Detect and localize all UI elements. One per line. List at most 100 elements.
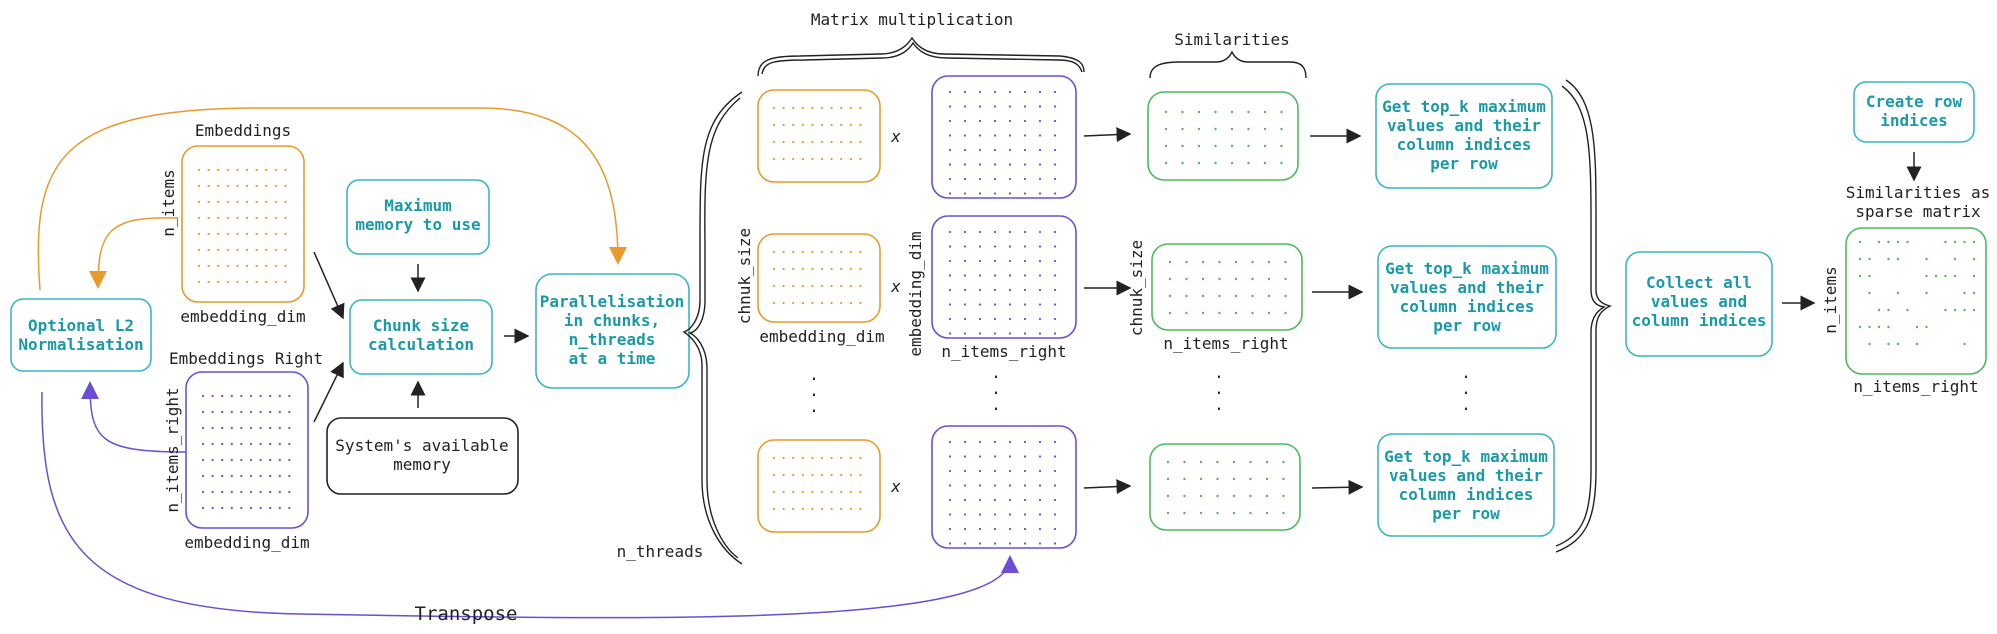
matrix-dot: [265, 232, 268, 236]
ellipsis-col-topk: . . .: [1461, 363, 1471, 414]
matrix-dot: [978, 134, 982, 137]
chunk-matrix-row2-dots: [772, 250, 862, 305]
matrix-dot: [1038, 274, 1042, 277]
matrix-dot: [849, 301, 852, 305]
embeddings-dim-label: embedding_dim: [180, 307, 305, 326]
similarity-matrix-row2: [1151, 243, 1303, 331]
matrix-dot: [265, 264, 268, 268]
matrix-dot: [820, 157, 824, 161]
matrix-dot: [1023, 163, 1027, 166]
matrix-dot: [801, 106, 804, 110]
matrix-dot: [1232, 494, 1236, 498]
matrix-dot: [1023, 288, 1027, 292]
matrix-dot: [963, 105, 967, 108]
matrix-dot: [1164, 144, 1168, 148]
matrix-dot: [1053, 527, 1057, 531]
matrix-dot: [1008, 527, 1012, 531]
matrix-dot: [1008, 119, 1012, 123]
sparse-dot: [1906, 240, 1909, 244]
matrix-dot: [1053, 332, 1057, 335]
svg-text:.: .: [1461, 379, 1471, 398]
similarity-matrix-row1-dots: [1164, 110, 1283, 165]
matrix-dot: [1197, 161, 1201, 165]
matrix-dot: [1201, 260, 1205, 264]
right-items-label-row2: n_items_right: [941, 342, 1066, 361]
embeddings-title: Embeddings: [195, 121, 291, 140]
matrix-dot: [1038, 332, 1042, 335]
matrix-dot: [288, 394, 291, 398]
matrix-dot: [230, 426, 233, 430]
sparse-dot: [1972, 257, 1976, 261]
matrix-dot: [948, 274, 952, 277]
matrix-dot: [197, 200, 201, 204]
matrix-dot: [284, 248, 287, 252]
matrix-dot: [255, 264, 258, 268]
matrix-dot: [811, 106, 814, 110]
matrix-dot: [993, 317, 997, 321]
matrix-dot: [245, 232, 249, 236]
matrix-dot: [240, 394, 243, 398]
matrix-dot: [963, 134, 967, 137]
matrix-dot: [1214, 144, 1217, 148]
matrix-dot: [830, 456, 833, 460]
matrix-dot: [207, 248, 210, 252]
matrix-dot: [1023, 332, 1027, 335]
matrix-dot: [840, 267, 843, 271]
matrix-dot: [1038, 469, 1042, 473]
matrix-dot: [217, 232, 220, 236]
matrix-dot: [830, 507, 833, 511]
matrix-dot: [1038, 259, 1042, 263]
matrix-dot: [1053, 455, 1057, 458]
matrix-dot: [197, 232, 201, 236]
sparse-dot: [1934, 274, 1938, 278]
matrix-dot: [249, 506, 253, 510]
matrix-dot: [993, 303, 997, 306]
matrix-dot: [849, 140, 852, 144]
matrix-dot: [255, 184, 258, 188]
matrix-dot: [1038, 288, 1042, 292]
matrix-dot: [226, 168, 229, 172]
matrix-dot: [240, 426, 243, 430]
matrix-dot: [240, 410, 243, 414]
matrix-dot: [993, 119, 997, 123]
matmul-row1-arrow: [1083, 127, 1132, 143]
matrix-dot: [207, 264, 210, 268]
matrix-dot: [236, 280, 239, 284]
matrix-dot: [230, 490, 233, 494]
topk-row3-line4: per row: [1432, 504, 1500, 523]
matrix-dot: [1232, 511, 1236, 515]
matrix-dot: [772, 473, 776, 477]
matrix-dot: [1263, 144, 1267, 148]
matrix-dot: [993, 527, 997, 531]
matrix-dot: [1023, 192, 1027, 195]
create-row-line2: indices: [1880, 111, 1947, 130]
matrix-dot: [811, 140, 814, 144]
matrix-dot: [1218, 294, 1221, 298]
matrix-dot: [1282, 511, 1285, 515]
matrix-dot: [840, 250, 843, 254]
matrix-dot: [207, 216, 210, 220]
matrix-dot: [1230, 127, 1234, 131]
embeddings-right-to-chunk-arrow: [313, 361, 344, 423]
matrix-dot: [820, 490, 824, 494]
sparse-dot: [1858, 240, 1862, 244]
matrix-dot: [811, 157, 814, 161]
matrix-dot: [1267, 260, 1271, 264]
sparse-n-items-label: n_items: [1821, 266, 1840, 333]
right-matrix-row2: [931, 215, 1077, 339]
sparse-dot: [1868, 325, 1871, 329]
matrix-dot: [240, 474, 243, 478]
matrix-dot: [259, 458, 262, 462]
svg-text:.: .: [809, 381, 819, 400]
matrix-dot: [255, 280, 258, 284]
matrix-dot: [278, 458, 281, 462]
matrix-dot: [211, 490, 214, 494]
sparse-title-line1: Similarities as: [1846, 183, 1991, 202]
matrix-dot: [197, 264, 201, 268]
matrix-dot: [1263, 110, 1267, 114]
matrix-dot: [217, 200, 220, 204]
sparse-dot: [1953, 308, 1957, 312]
ellipsis-col-chunk: . . .: [809, 365, 819, 416]
matrix-dot: [840, 106, 843, 110]
matrix-dot: [1197, 144, 1201, 148]
